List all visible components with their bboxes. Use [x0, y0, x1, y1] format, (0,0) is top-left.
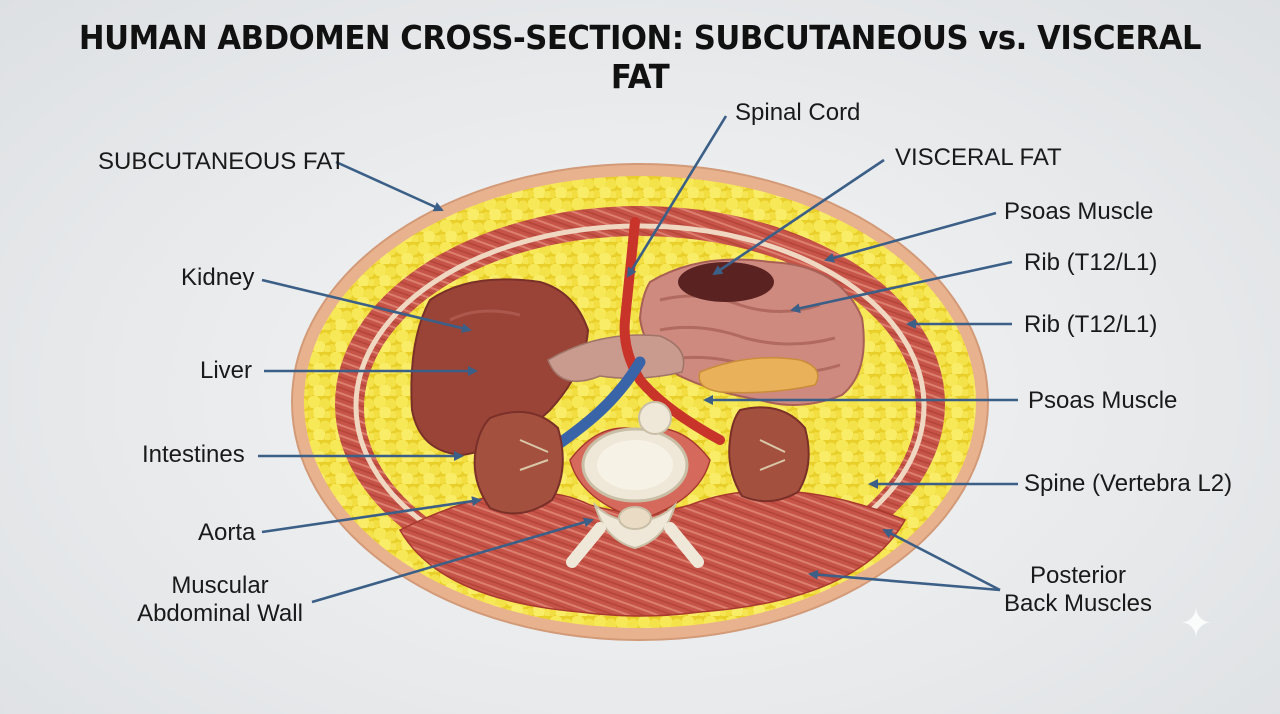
liver	[410, 278, 590, 457]
arrow-visceral-fat	[712, 158, 885, 276]
sparkle-icon: ✦	[1179, 602, 1213, 646]
right-kidney	[728, 406, 810, 503]
label-liver: Liver	[200, 357, 253, 384]
arrow-posterior-1	[882, 528, 1001, 592]
spinal-cord-section	[638, 401, 672, 435]
label-aorta: Aorta	[198, 519, 256, 546]
mesentery	[547, 334, 685, 383]
intestine-lumen	[678, 262, 774, 302]
arrow-muscular-wall	[311, 517, 594, 604]
label-muscular-line1: Muscular	[171, 572, 269, 599]
arrow-spinal-cord	[626, 115, 728, 278]
spinal-canal	[618, 506, 652, 530]
label-posterior-back-muscles: Posterior Back Muscles	[1000, 562, 1156, 617]
label-psoas-muscle-2: Psoas Muscle	[1028, 387, 1178, 414]
page-title: HUMAN ABDOMEN CROSS-SECTION: SUBCUTANEOU…	[78, 18, 1202, 96]
label-intestines: Intestines	[142, 441, 245, 468]
label-posterior-line1: Posterior	[1029, 562, 1127, 589]
label-posterior-line2: Back Muscles	[1003, 589, 1153, 617]
label-subcutaneous-fat: SUBCUTANEOUS FAT	[98, 148, 346, 175]
arrow-rib-1	[790, 260, 1013, 314]
label-spinal-cord: Spinal Cord	[735, 99, 861, 126]
label-rib-2: Rib (T12/L1)	[1024, 311, 1158, 338]
left-kidney	[473, 411, 564, 515]
label-psoas-muscle-1: Psoas Muscle	[1004, 198, 1154, 225]
arrow-subcutaneous-fat	[335, 160, 444, 212]
label-spine: Spine (Vertebra L2)	[1024, 470, 1233, 497]
label-muscular-line2: Abdominal Wall	[137, 599, 303, 627]
posterior-back-muscles	[398, 489, 907, 617]
arrow-kidney	[261, 278, 472, 333]
pancreas	[698, 356, 819, 394]
arrow-posterior-2	[808, 569, 1001, 592]
label-rib-1: Rib (T12/L1)	[1024, 249, 1158, 276]
label-kidney: Kidney	[181, 264, 255, 291]
arrow-aorta	[261, 496, 482, 534]
label-muscular-abdominal-wall: Muscular Abdominal Wall	[132, 572, 308, 627]
label-visceral-fat: VISCERAL FAT	[895, 144, 1062, 171]
arrow-psoas-muscle-1	[824, 211, 997, 263]
